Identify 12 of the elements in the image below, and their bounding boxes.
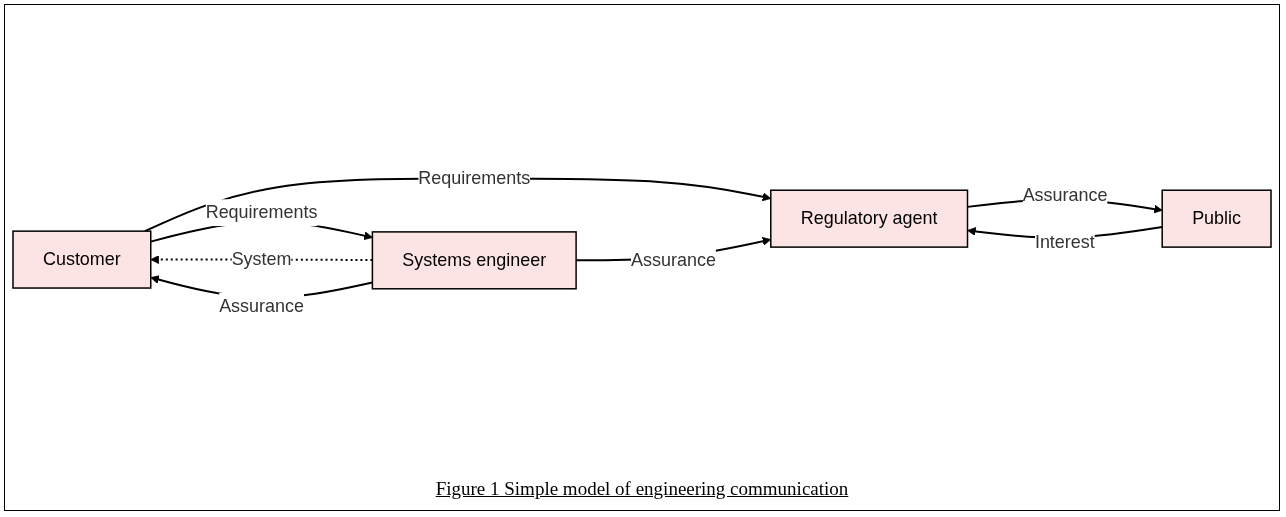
edge-label: Assurance [631,249,716,270]
node-box: Public [1161,189,1272,248]
figure-caption: Figure 1 Simple model of engineering communication [435,478,849,500]
edge-label: Assurance [219,296,305,316]
node-box: Customer [12,230,152,289]
edge-label: Requirements [418,168,531,188]
edge-label: Assurance [1022,184,1108,205]
edge-label: Interest [1034,231,1095,252]
node-box: Systems engineer [371,231,577,290]
node-box: Regulatory agent [770,189,969,248]
edge-label: Requirements [205,202,318,223]
edge-label: System [231,249,292,270]
